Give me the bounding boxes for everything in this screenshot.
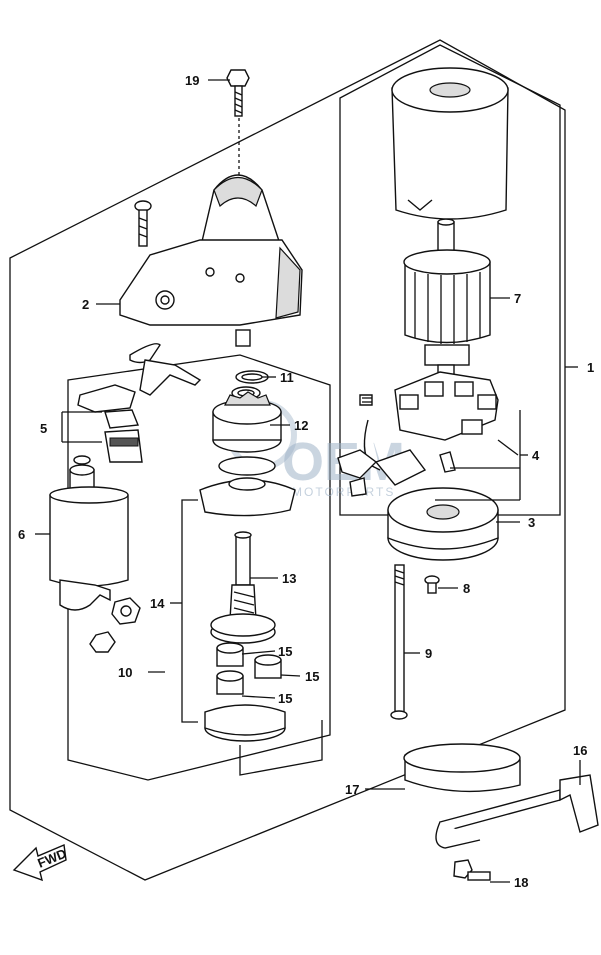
callout-15-a: 15 bbox=[278, 644, 292, 659]
leader-lines bbox=[35, 79, 581, 883]
drive-lower-bracket bbox=[239, 720, 323, 776]
part-2-housing[interactable] bbox=[119, 174, 303, 347]
part-15-gears[interactable] bbox=[216, 642, 282, 695]
yoke-cylinder[interactable] bbox=[391, 67, 509, 220]
part-17-band[interactable] bbox=[403, 743, 521, 793]
part-9-through-bolt[interactable] bbox=[390, 564, 408, 720]
part-13-shaft[interactable] bbox=[210, 531, 276, 644]
part-12-pinion[interactable] bbox=[212, 391, 282, 476]
callout-12: 12 bbox=[294, 418, 308, 433]
clutch-14-bracket bbox=[181, 499, 198, 723]
callout-11: 11 bbox=[280, 370, 294, 385]
callout-8: 8 bbox=[463, 581, 470, 596]
internal-ring-gear[interactable] bbox=[204, 704, 286, 742]
part-4-brush-holder[interactable] bbox=[337, 371, 499, 497]
callout-18: 18 bbox=[514, 875, 528, 890]
callout-3: 3 bbox=[528, 515, 535, 530]
motor-unit-boundary bbox=[339, 44, 561, 516]
part-16-bracket[interactable] bbox=[435, 774, 599, 849]
callout-6: 6 bbox=[18, 527, 25, 542]
callout-16: 16 bbox=[573, 743, 587, 758]
callout-15-b: 15 bbox=[305, 669, 319, 684]
part-18-bolt[interactable] bbox=[453, 859, 491, 881]
part-3-end-cover[interactable] bbox=[387, 487, 499, 561]
watermark-subtext: MOTORPARTS bbox=[292, 485, 395, 499]
callout-15-c: 15 bbox=[278, 691, 292, 706]
callout-9: 9 bbox=[425, 646, 432, 661]
part-6-solenoid[interactable] bbox=[49, 455, 141, 653]
callout-1: 1 bbox=[587, 360, 594, 375]
drive-assembly-10-boundary bbox=[67, 354, 331, 781]
callout-13: 13 bbox=[282, 571, 296, 586]
drive-housing-cup[interactable] bbox=[199, 477, 296, 517]
part-7-armature[interactable] bbox=[403, 218, 491, 381]
callout-labels: 19 2 1 7 11 12 5 4 3 6 13 8 14 9 15 10 1… bbox=[18, 73, 594, 890]
callout-4: 4 bbox=[532, 448, 540, 463]
callout-19: 19 bbox=[185, 73, 199, 88]
callout-17: 17 bbox=[345, 782, 359, 797]
callout-14: 14 bbox=[150, 596, 165, 611]
part-5-lever-set[interactable] bbox=[77, 343, 202, 463]
callout-10: 10 bbox=[118, 665, 132, 680]
callout-2: 2 bbox=[82, 297, 89, 312]
housing-bolt[interactable] bbox=[134, 200, 152, 247]
callout-7: 7 bbox=[514, 291, 521, 306]
fwd-arrow: FWD bbox=[12, 843, 69, 882]
assembly-1-boundary bbox=[9, 39, 566, 881]
part-8-screw[interactable] bbox=[424, 575, 440, 594]
callout-5: 5 bbox=[40, 421, 47, 436]
